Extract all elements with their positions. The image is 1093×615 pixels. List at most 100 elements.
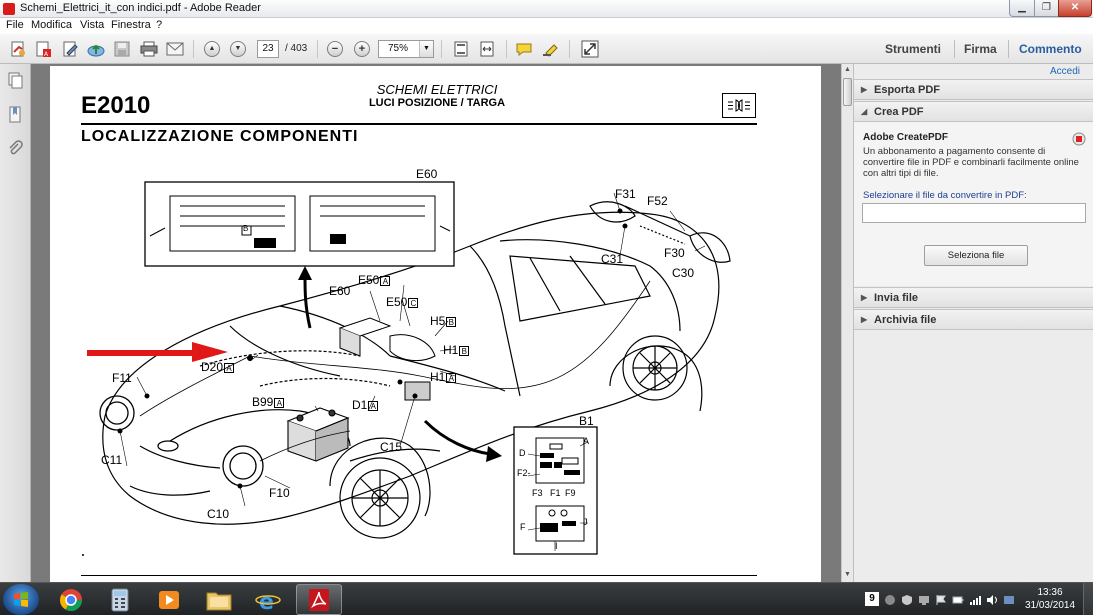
model-title: E2010: [81, 92, 151, 119]
export-pdf-section[interactable]: ▶ Esporta PDF: [854, 79, 1093, 100]
create-pdf-section[interactable]: ◢ Crea PDF: [854, 101, 1093, 122]
comment-icon[interactable]: [514, 39, 534, 59]
volume-icon[interactable]: [986, 594, 998, 606]
main-toolbar: A ▲ ▼ 23 / 403 − + 75% ▼: [0, 34, 1093, 64]
fit-width-icon[interactable]: [477, 39, 497, 59]
menu-help[interactable]: ?: [156, 19, 163, 31]
send-files-section[interactable]: ▶ Invia file: [854, 287, 1093, 308]
page-thumbnails-icon[interactable]: [7, 72, 24, 90]
keyboard-layout-badge[interactable]: 9: [865, 592, 879, 606]
page-number-input[interactable]: 23: [257, 40, 279, 58]
taskbar-media-player[interactable]: [146, 584, 192, 615]
close-button[interactable]: ✕: [1058, 0, 1092, 17]
convert-pdf-icon[interactable]: A: [33, 39, 53, 59]
page-total: / 403: [285, 43, 308, 54]
attachments-icon[interactable]: [7, 140, 24, 158]
zoom-in-button[interactable]: +: [352, 39, 372, 59]
security-tray-icon[interactable]: [901, 594, 913, 606]
chevron-down-icon[interactable]: ▼: [419, 41, 433, 57]
print-icon[interactable]: [139, 39, 159, 59]
menu-modifica[interactable]: Modifica: [31, 19, 72, 31]
taskbar-internet-explorer[interactable]: e: [245, 584, 291, 615]
save-icon[interactable]: [112, 39, 132, 59]
bookmarks-icon[interactable]: [7, 106, 24, 124]
callout-c10: C10: [207, 507, 230, 521]
vertical-scrollbar[interactable]: ▲ ▼: [841, 64, 853, 582]
network-activity-icon[interactable]: [918, 594, 930, 606]
sign-link[interactable]: Firma: [964, 42, 997, 56]
start-button[interactable]: [3, 584, 39, 615]
cloud-upload-icon[interactable]: [86, 39, 106, 59]
store-files-section[interactable]: ▶ Archivia file: [854, 309, 1093, 330]
email-icon[interactable]: [165, 39, 185, 59]
toolbar-separator: [1008, 40, 1009, 58]
callout-c15: C15: [380, 440, 403, 454]
file-select-input[interactable]: [862, 203, 1086, 223]
menu-bar: File Modifica Vista Finestra ?: [0, 18, 1093, 34]
folder-icon: [206, 592, 232, 610]
cloud-pdf-icon: [1072, 132, 1086, 146]
section-label: Archivia file: [874, 314, 937, 326]
minus-icon: −: [327, 41, 343, 57]
fusebox-label-f1: F1: [550, 488, 561, 498]
menu-finestra[interactable]: Finestra: [111, 19, 151, 31]
highlight-icon[interactable]: [541, 39, 561, 59]
windows-taskbar: e 9 13:36 31/03/2014: [0, 582, 1093, 615]
adobe-reader-app-icon[interactable]: [3, 3, 15, 15]
callout-c31: C31: [601, 252, 624, 266]
pdf-page: E2010 SCHEMI ELETTRICI LUCI POSIZIONE / …: [50, 66, 821, 582]
fusebox-label-d: D: [519, 448, 526, 458]
clock-date: 31/03/2014: [1024, 600, 1076, 611]
flag-tray-icon[interactable]: [935, 594, 947, 606]
scroll-down-icon[interactable]: ▼: [844, 571, 851, 578]
position-light-symbol: [722, 93, 756, 118]
menu-file[interactable]: File: [6, 19, 24, 31]
fit-page-icon[interactable]: [451, 39, 471, 59]
expand-arrow-icon: ▶: [861, 293, 868, 302]
fusebox-label-a: A: [583, 436, 590, 446]
previous-page-button[interactable]: ▲: [202, 39, 222, 59]
restore-button[interactable]: ❐: [1034, 0, 1059, 17]
create-pdf-icon[interactable]: [8, 39, 28, 59]
zoom-select[interactable]: 75% ▼: [378, 40, 434, 58]
scroll-up-icon[interactable]: ▲: [844, 66, 851, 73]
app-tray-icon[interactable]: [884, 594, 896, 606]
fusebox-label-f3: F3: [532, 488, 543, 498]
zoom-out-button[interactable]: −: [325, 39, 345, 59]
taskbar-calculator[interactable]: [97, 584, 143, 615]
select-file-button[interactable]: Seleziona file: [924, 245, 1028, 266]
callout-e60: E60: [329, 284, 351, 298]
tools-link[interactable]: Strumenti: [885, 42, 942, 56]
minimize-button[interactable]: ▁: [1009, 0, 1035, 17]
show-desktop-button[interactable]: [1083, 583, 1093, 615]
scroll-thumb[interactable]: [843, 78, 852, 106]
battery-tray-icon[interactable]: [952, 594, 964, 606]
up-arrow-icon: ▲: [204, 41, 220, 57]
wifi-signal-icon[interactable]: [969, 594, 981, 606]
menu-vista[interactable]: Vista: [80, 19, 105, 31]
document-view[interactable]: E2010 SCHEMI ELETTRICI LUCI POSIZIONE / …: [31, 64, 841, 582]
expand-icon[interactable]: [580, 39, 600, 59]
section-label: Crea PDF: [874, 106, 924, 118]
callout-f10: F10: [269, 486, 290, 500]
toolbar-separator: [569, 40, 570, 58]
edit-document-icon[interactable]: [60, 39, 80, 59]
taskbar-clock[interactable]: 13:36 31/03/2014: [1019, 586, 1081, 612]
taskbar-chrome[interactable]: [48, 584, 94, 615]
next-page-button[interactable]: ▼: [228, 39, 248, 59]
toolbar-separator: [193, 40, 194, 58]
down-arrow-icon: ▼: [230, 41, 246, 57]
taskbar-explorer[interactable]: [196, 584, 242, 615]
sign-in-link[interactable]: Accedi: [1049, 66, 1080, 77]
comment-link[interactable]: Commento: [1019, 42, 1082, 56]
createpdf-title: Adobe CreatePDF: [863, 132, 949, 143]
language-tray-icon[interactable]: [1003, 594, 1015, 606]
callout-f30: F30: [664, 246, 685, 260]
taskbar-adobe-reader[interactable]: [296, 584, 342, 615]
